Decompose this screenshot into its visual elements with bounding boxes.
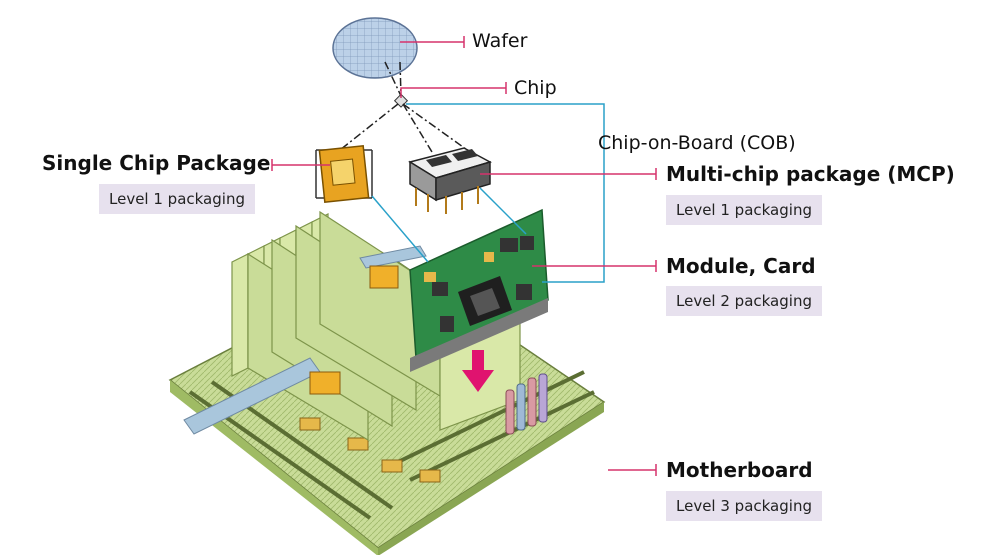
multi-chip-package-label: Multi-chip package (MCP) <box>666 162 955 186</box>
chip-label: Chip <box>514 77 557 99</box>
motherboard-level-badge: Level 3 packaging <box>666 491 822 521</box>
module-card-illustration <box>409 208 549 372</box>
single-chip-level-badge: Level 1 packaging <box>99 184 255 214</box>
single-chip-package-illustration <box>315 145 373 203</box>
module-level-badge: Level 2 packaging <box>666 286 822 316</box>
mcp-level-badge: Level 1 packaging <box>666 195 822 225</box>
ribbon-cable <box>183 245 427 435</box>
single-chip-package-label: Single Chip Package <box>42 151 271 175</box>
leader-lines <box>271 36 657 476</box>
motherboard-label: Motherboard <box>666 458 813 482</box>
wafer-label: Wafer <box>472 30 528 52</box>
module-card-label: Module, Card <box>666 254 816 278</box>
cob-connector <box>371 103 605 283</box>
down-arrow <box>462 350 494 392</box>
capacitors <box>505 373 548 435</box>
multi-chip-package-illustration <box>408 147 492 214</box>
cob-label: Chip-on-Board (COB) <box>598 132 796 154</box>
wafer-illustration <box>332 17 418 79</box>
